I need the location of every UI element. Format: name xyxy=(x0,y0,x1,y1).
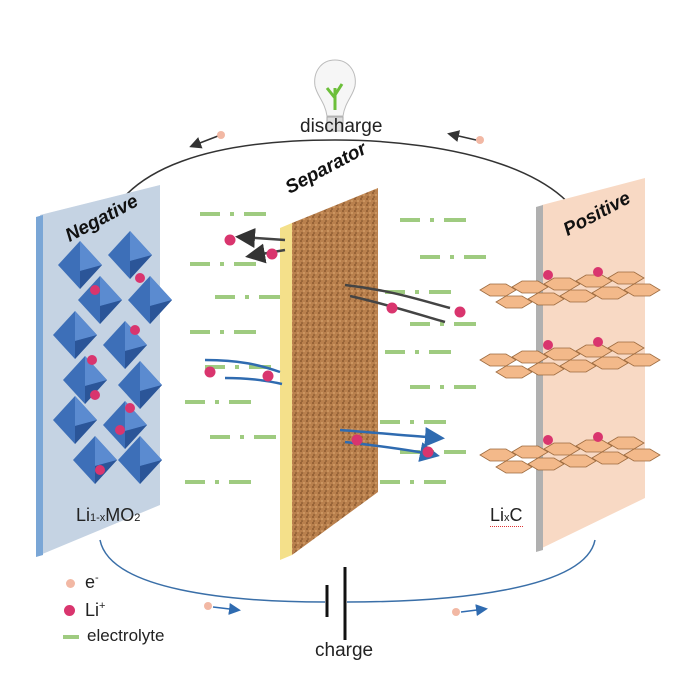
lithium-ion xyxy=(224,234,236,246)
electrolyte-molecule xyxy=(385,350,451,354)
graphite-layer xyxy=(479,337,661,379)
lithium-ion xyxy=(543,435,553,445)
lithium-ion xyxy=(95,465,105,475)
formula-base: Li xyxy=(490,505,505,525)
legend-electron: e- xyxy=(66,572,99,593)
legend-lithium-ion: Li+ xyxy=(64,600,105,621)
legend-text: electrolyte xyxy=(87,626,165,645)
lithium-ion xyxy=(454,306,466,318)
graphite-layer xyxy=(479,267,661,309)
electrolyte-molecule xyxy=(215,295,281,299)
ion-flow-arrow xyxy=(339,427,445,462)
legend-electrolyte: electrolyte xyxy=(63,626,164,646)
electrolyte-molecule xyxy=(380,420,446,424)
lithium-ion xyxy=(262,370,274,382)
discharge-wire xyxy=(99,139,591,251)
lithium-ion xyxy=(266,248,278,260)
electrolyte-swatch xyxy=(63,634,79,639)
lithium-ion xyxy=(90,390,100,400)
lithium-ion xyxy=(87,355,97,365)
lithium-ion xyxy=(386,302,398,314)
octahedron xyxy=(118,436,162,484)
discharge-label: discharge xyxy=(300,116,383,137)
formula-sub: 1-x xyxy=(90,512,106,524)
electrolyte-molecule xyxy=(380,480,446,484)
octahedron xyxy=(118,361,162,409)
electron-swatch xyxy=(66,579,75,588)
electrolyte-molecule xyxy=(410,322,476,326)
ion-flow-arrow xyxy=(344,283,466,324)
octahedra-structure xyxy=(53,231,172,484)
electrolyte-molecule xyxy=(420,255,486,259)
lithium-ion xyxy=(125,403,135,413)
negative-material-label: Li1-xMO2 xyxy=(76,505,140,526)
lightbulb-icon xyxy=(314,59,356,132)
lithium-swatch xyxy=(64,605,75,616)
electron-arrow-left-bottom xyxy=(204,602,241,615)
electrolyte-molecule xyxy=(190,330,256,334)
electrolyte-molecule xyxy=(190,262,256,266)
octahedron xyxy=(53,396,97,444)
electrolyte-molecule xyxy=(410,385,476,389)
electrolyte-dashes xyxy=(185,212,486,484)
lithium-ion xyxy=(422,446,434,458)
legend-text: e xyxy=(85,572,96,592)
electrolyte-molecule xyxy=(210,435,276,439)
lithium-ion xyxy=(135,273,145,283)
legend-sup: + xyxy=(99,600,106,612)
lithium-ion-flows xyxy=(204,228,466,462)
electron-arrow-left-top xyxy=(189,131,225,149)
graphite-layer xyxy=(479,432,661,474)
charge-label: charge xyxy=(315,640,374,661)
formula-rest: MO xyxy=(105,505,135,525)
electron-arrow-right-top xyxy=(447,130,484,144)
octahedron xyxy=(58,241,102,289)
ion-flow-arrow xyxy=(204,358,283,386)
lithium-ion xyxy=(351,434,363,446)
electrolyte-molecule xyxy=(185,400,251,404)
octahedron xyxy=(53,311,97,359)
formula-sub: x xyxy=(504,512,510,524)
positive-material-label: LixC xyxy=(490,505,523,527)
octahedron xyxy=(128,276,172,324)
electrolyte-molecule xyxy=(400,218,466,222)
formula-base: Li xyxy=(76,505,91,525)
octahedron xyxy=(108,231,152,279)
legend-text: Li xyxy=(85,600,100,620)
lithium-ion xyxy=(543,270,553,280)
formula-sub2: 2 xyxy=(134,512,141,524)
lithium-ion xyxy=(543,340,553,350)
electrolyte-molecule xyxy=(200,212,266,216)
lithium-ion xyxy=(115,425,125,435)
charge-wire xyxy=(99,539,596,603)
electrolyte-molecule xyxy=(385,290,451,294)
lithium-ion xyxy=(90,285,100,295)
graphite-layers xyxy=(479,267,661,474)
separator xyxy=(280,188,378,560)
legend-sup: - xyxy=(95,572,99,584)
lithium-ion xyxy=(593,267,603,277)
octahedron xyxy=(78,276,122,324)
electrolyte-molecule xyxy=(185,480,251,484)
formula-rest: C xyxy=(509,505,523,525)
ion-flow-arrow xyxy=(224,228,286,264)
lithium-ion xyxy=(204,366,216,378)
lithium-ion xyxy=(593,337,603,347)
lithium-ion xyxy=(130,325,140,335)
lithium-ion xyxy=(593,432,603,442)
electron-arrow-right-bottom xyxy=(452,604,488,617)
